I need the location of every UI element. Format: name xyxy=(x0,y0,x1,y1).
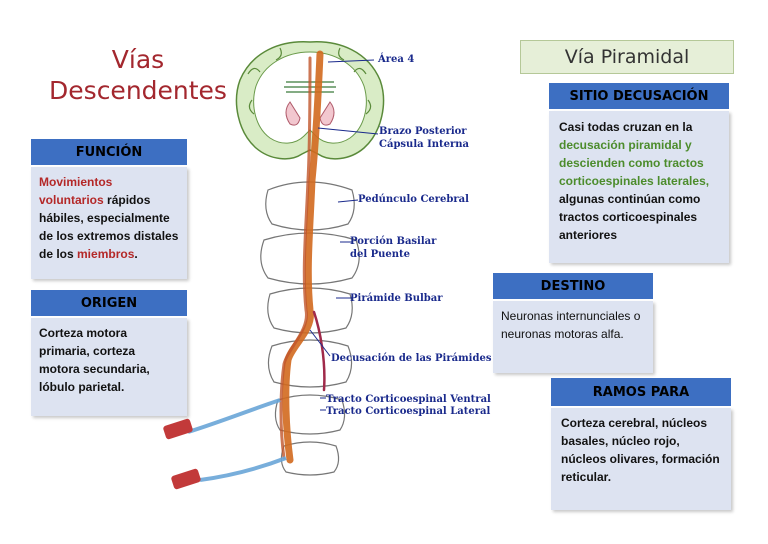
ramos-header: RAMOS PARA xyxy=(551,378,731,406)
ramos-box: Corteza cerebral, núcleos basales, núcle… xyxy=(551,408,731,510)
label-capsula: Cápsula Interna xyxy=(379,139,470,150)
page-title: Vías Descendentes xyxy=(48,44,228,106)
label-lateral: Tracto Corticoespinal Lateral xyxy=(326,406,491,417)
spinal-nerve-lower xyxy=(199,456,287,482)
label-ventral: Tracto Corticoespinal Ventral xyxy=(326,394,491,405)
label-piramide: Pirámide Bulbar xyxy=(350,293,443,304)
ventral-tract xyxy=(312,310,326,392)
title-line-2: Descendentes xyxy=(49,76,227,105)
label-decusacion: Decusación de las Pirámides xyxy=(331,353,492,364)
sitio-text-2: algunas continúan como tractos corticoes… xyxy=(559,192,701,242)
spinal-nerve-upper xyxy=(187,398,281,434)
label-porcion-1: Porción Basilar xyxy=(350,236,437,247)
via-piramidal-label: Vía Piramidal xyxy=(520,40,734,74)
ramos-text: Corteza cerebral, núcleos basales, núcle… xyxy=(561,416,720,484)
funcion-text-red-2: miembros xyxy=(77,247,135,261)
pyramidal-tract-diagram xyxy=(163,41,385,490)
label-porcion-2: del Puente xyxy=(350,249,411,260)
funcion-text-red: Movimientos voluntarios xyxy=(39,175,113,207)
corticospinal-tract xyxy=(282,50,324,464)
label-area4: Área 4 xyxy=(378,54,415,65)
destino-header: DESTINO xyxy=(493,273,653,299)
destino-text: Neuronas internunciales o neuronas motor… xyxy=(501,309,641,341)
funcion-header: FUNCIÓN xyxy=(31,139,187,165)
sitio-header: SITIO DECUSACIÓN xyxy=(549,83,729,109)
spinal-cord-middle xyxy=(274,394,346,435)
muscle-upper-icon xyxy=(163,418,193,440)
funcion-box: Movimientos voluntarios rápidos hábiles,… xyxy=(31,167,187,279)
label-brazo: Brazo Posterior xyxy=(379,126,467,137)
sitio-box: Casi todas cruzan en la decusación piram… xyxy=(549,111,729,263)
sitio-text-1: Casi todas cruzan en la xyxy=(559,120,693,134)
muscle-lower-icon xyxy=(171,468,201,490)
sitio-text-green: decusación piramidal y descienden como t… xyxy=(559,138,710,188)
spinal-cord-lower xyxy=(280,441,340,476)
destino-box: Neuronas internunciales o neuronas motor… xyxy=(493,301,653,373)
origen-header: ORIGEN xyxy=(31,290,187,316)
origen-box: Corteza motora primaria, corteza motora … xyxy=(31,318,187,416)
funcion-text-end: . xyxy=(134,247,138,261)
label-pedunculo: Pedúnculo Cerebral xyxy=(358,194,469,205)
origen-text: Corteza motora primaria, corteza motora … xyxy=(39,326,150,394)
title-line-1: Vías xyxy=(111,45,165,74)
funcion-text-1: rápidos hábiles, especialmente de los ex… xyxy=(39,193,179,261)
